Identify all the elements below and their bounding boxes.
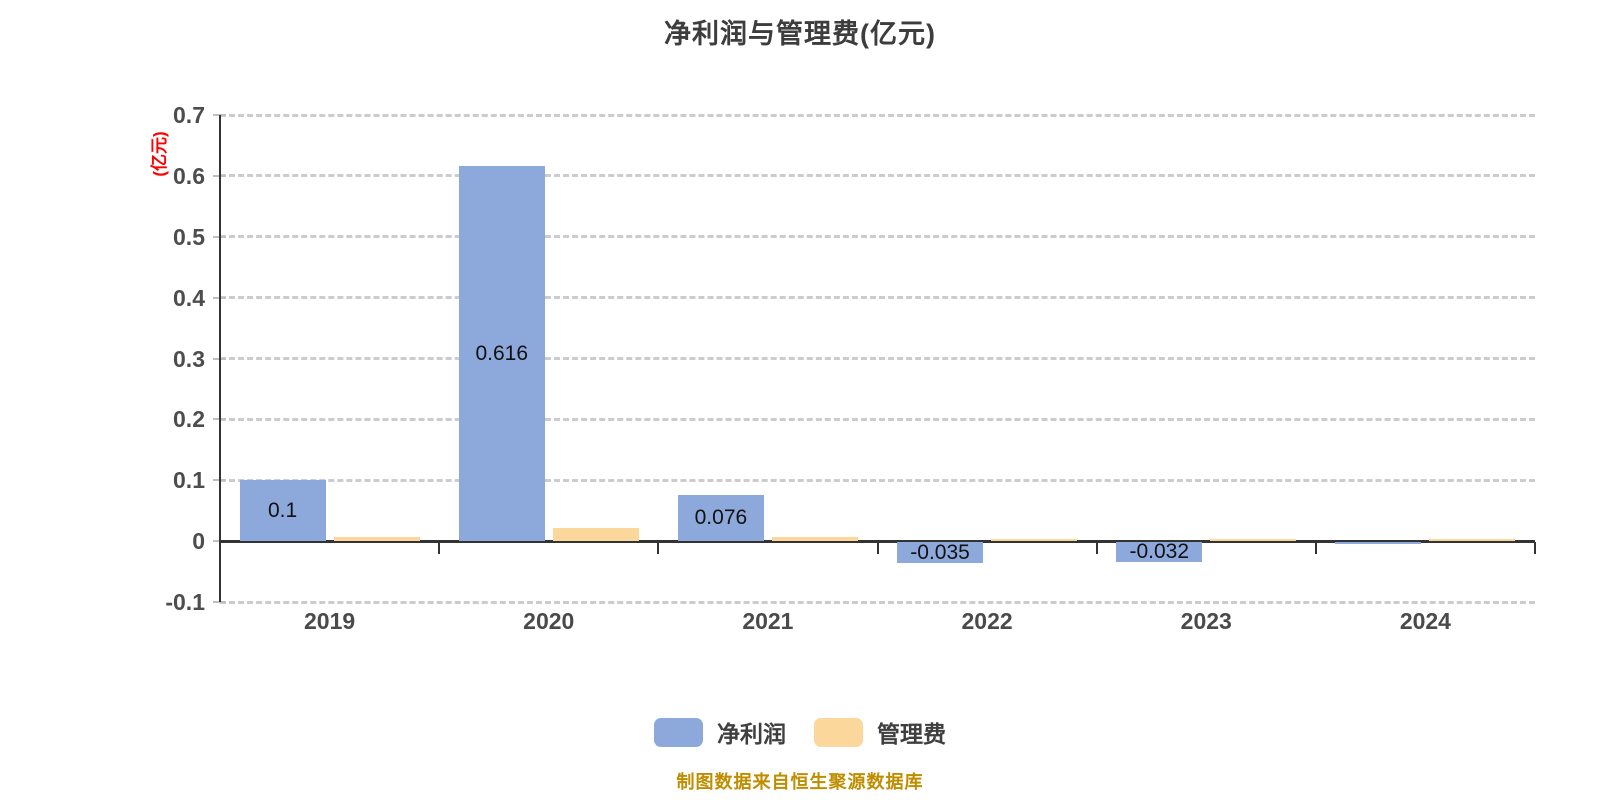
bar-net-profit-2022[interactable] bbox=[897, 542, 984, 564]
y-tick-mark bbox=[213, 601, 226, 603]
legend: 净利润 管理费 bbox=[0, 712, 1600, 752]
x-category-label-2024: 2024 bbox=[1399, 608, 1451, 634]
x-tick-mark bbox=[876, 542, 879, 555]
legend-label-net-profit: 净利润 bbox=[717, 721, 786, 747]
y-tick-label-0.4: 0.4 bbox=[173, 284, 205, 311]
bar-value-label-net-profit-2021: 0.076 bbox=[694, 505, 748, 529]
y-tick-label-0.3: 0.3 bbox=[173, 345, 205, 372]
bar-value-label-net-profit-2019: 0.1 bbox=[267, 498, 298, 522]
x-tick-mark bbox=[1314, 542, 1317, 555]
bar-mgmt-fee-2023[interactable] bbox=[1210, 538, 1297, 542]
bar-net-profit-2023[interactable] bbox=[1116, 542, 1203, 562]
bar-value-label-net-profit-2023: -0.032 bbox=[1129, 539, 1190, 563]
y-tick-label-0.7: 0.7 bbox=[173, 102, 205, 128]
y-axis-spine bbox=[219, 115, 221, 602]
legend-label-mgmt-fee: 管理费 bbox=[877, 721, 946, 747]
y-tick-label--0.1: -0.1 bbox=[165, 589, 205, 615]
y-tick-label-0: 0 bbox=[192, 528, 205, 555]
gridline-0.4 bbox=[220, 296, 1535, 300]
gridline-0.7 bbox=[220, 113, 1535, 117]
gridline-0.6 bbox=[220, 174, 1535, 178]
bar-net-profit-2024[interactable] bbox=[1335, 542, 1422, 545]
x-category-label-2021: 2021 bbox=[742, 608, 794, 634]
y-tick-label-0.1: 0.1 bbox=[173, 467, 205, 494]
y-tick-label-0.2: 0.2 bbox=[173, 406, 205, 433]
x-tick-mark bbox=[1095, 542, 1098, 555]
bar-mgmt-fee-2024[interactable] bbox=[1429, 538, 1516, 542]
bar-mgmt-fee-2020[interactable] bbox=[552, 527, 639, 542]
gridline--0.1 bbox=[220, 600, 1535, 604]
x-category-label-2023: 2023 bbox=[1180, 608, 1232, 634]
bar-mgmt-fee-2021[interactable] bbox=[771, 536, 858, 542]
x-tick-mark bbox=[438, 542, 441, 555]
gridline-0.1 bbox=[220, 478, 1535, 482]
bar-value-label-net-profit-2020: 0.616 bbox=[475, 341, 529, 365]
bar-net-profit-2021[interactable] bbox=[677, 494, 764, 542]
y-tick-label-0.5: 0.5 bbox=[173, 223, 205, 250]
bar-net-profit-2019[interactable] bbox=[239, 480, 326, 542]
x-axis-line bbox=[220, 540, 1535, 544]
bar-mgmt-fee-2019[interactable] bbox=[333, 536, 420, 542]
net-profit-swatch-icon bbox=[654, 717, 703, 747]
mgmt-fee-swatch-icon bbox=[814, 717, 863, 747]
bar-net-profit-2020[interactable] bbox=[458, 166, 545, 542]
x-category-label-2022: 2022 bbox=[961, 608, 1013, 634]
data-source-note: 制图数据来自恒生聚源数据库 bbox=[676, 772, 924, 792]
chart-title: 净利润与管理费(亿元) bbox=[664, 19, 936, 49]
y-tick-label-0.6: 0.6 bbox=[173, 162, 205, 189]
legend-item-mgmt-fee[interactable]: 管理费 bbox=[814, 715, 946, 749]
bar-value-label-net-profit-2022: -0.035 bbox=[910, 540, 970, 564]
gridline-0.3 bbox=[220, 357, 1535, 360]
x-tick-mark bbox=[1534, 542, 1536, 555]
x-tick-mark bbox=[657, 542, 660, 555]
gridline-0.5 bbox=[220, 235, 1535, 239]
bar-mgmt-fee-2022[interactable] bbox=[991, 539, 1078, 542]
x-category-label-2019: 2019 bbox=[303, 608, 356, 634]
legend-item-net-profit[interactable]: 净利润 bbox=[654, 715, 786, 749]
x-category-label-2020: 2020 bbox=[523, 608, 575, 634]
gridline-0.2 bbox=[220, 417, 1535, 421]
